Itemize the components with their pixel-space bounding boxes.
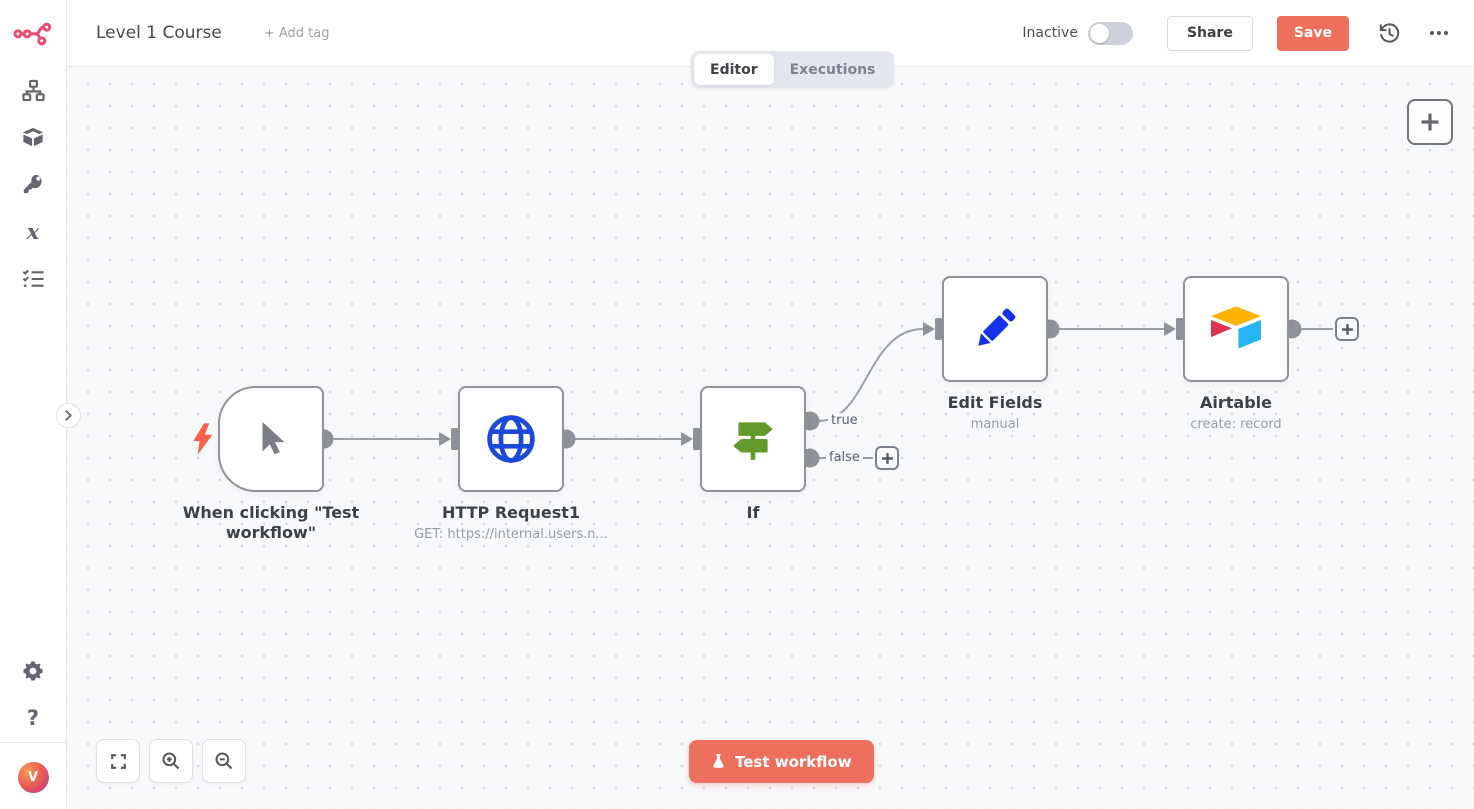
activation-toggle[interactable]	[1087, 21, 1133, 45]
arrowhead-icon	[439, 432, 451, 446]
fit-view-icon	[110, 753, 126, 769]
workflow-canvas[interactable]: When clicking "Test workflow" HTTP Reque…	[67, 67, 1474, 809]
arrowhead-icon	[681, 432, 693, 446]
sidebar-divider	[0, 742, 66, 743]
node-airtable[interactable]	[1183, 276, 1289, 382]
node-if[interactable]	[700, 386, 806, 492]
history-icon	[1379, 22, 1399, 43]
executions-icon	[22, 269, 44, 287]
plus-icon	[1421, 113, 1439, 131]
sidebar-item-workflows[interactable]	[15, 79, 51, 101]
workflow-history-button[interactable]	[1373, 17, 1405, 49]
airtable-icon	[1211, 306, 1261, 349]
n8n-logo[interactable]	[13, 13, 53, 53]
sidebar-expand-button[interactable]	[56, 403, 81, 428]
zoom-in-icon	[162, 752, 180, 770]
node-label-airtable: Airtable create: record	[1146, 393, 1326, 432]
cursor-icon	[262, 421, 285, 455]
sidebar-item-settings[interactable]	[15, 660, 51, 682]
workflows-icon	[21, 79, 45, 101]
input-port	[451, 428, 458, 450]
tab-editor[interactable]: Editor	[694, 54, 774, 85]
add-node-from-false-button[interactable]	[875, 446, 899, 470]
node-label-if: If	[658, 503, 848, 523]
fit-view-button[interactable]	[96, 739, 140, 783]
node-title: Edit Fields	[947, 393, 1043, 412]
sidebar-item-templates[interactable]	[15, 126, 51, 148]
ellipsis-icon	[1430, 31, 1448, 35]
more-options-button[interactable]	[1423, 17, 1455, 49]
trigger-bolt-icon	[193, 423, 213, 455]
zoom-in-button[interactable]	[149, 739, 193, 783]
sidebar-item-executions[interactable]	[15, 267, 51, 289]
output-label-false: false	[826, 450, 863, 466]
input-port	[693, 428, 700, 450]
key-icon	[23, 174, 42, 194]
node-title: HTTP Request1	[441, 503, 581, 522]
sidebar-item-credentials[interactable]	[15, 173, 51, 195]
gear-icon	[23, 661, 43, 681]
activation-status-label: Inactive	[1022, 25, 1078, 41]
sidebar-item-variables[interactable]: x	[15, 220, 51, 242]
output-label-true: true	[828, 413, 861, 429]
add-tag-button[interactable]: + Add tag	[263, 25, 330, 41]
flask-icon	[713, 754, 724, 768]
n8n-logo-icon	[13, 22, 52, 46]
add-node-after-airtable-button[interactable]	[1335, 317, 1359, 341]
help-icon: ?	[26, 705, 40, 730]
share-button[interactable]: Share	[1166, 15, 1253, 51]
node-title: If	[746, 503, 760, 522]
test-workflow-label: Test workflow	[735, 752, 852, 771]
signpost-icon	[733, 422, 773, 460]
node-edit-fields[interactable]	[942, 276, 1048, 382]
plus-icon	[1341, 323, 1353, 335]
zoom-out-button[interactable]	[202, 739, 246, 783]
globe-icon	[487, 415, 535, 463]
test-workflow-button[interactable]: Test workflow	[689, 740, 874, 783]
node-http-request[interactable]	[458, 386, 564, 492]
workflow-title[interactable]: Level 1 Course	[96, 23, 222, 43]
templates-icon	[22, 127, 44, 147]
input-port	[935, 318, 942, 340]
node-label-edit-fields: Edit Fields manual	[905, 393, 1085, 432]
view-tabs: Editor Executions	[691, 51, 895, 88]
node-subtitle: create: record	[1190, 417, 1282, 433]
arrowhead-icon	[923, 322, 935, 336]
chevron-right-icon	[65, 410, 72, 421]
toggle-knob	[1089, 23, 1109, 43]
node-manual-trigger[interactable]	[218, 386, 324, 492]
open-nodes-panel-button[interactable]	[1407, 99, 1453, 145]
zoom-out-icon	[215, 752, 233, 770]
node-subtitle: GET: https://internal.users.n...	[414, 527, 608, 543]
variables-icon: x	[26, 218, 40, 244]
sidebar: x ? V	[0, 0, 67, 809]
tab-executions[interactable]: Executions	[789, 61, 876, 78]
input-port	[1176, 318, 1183, 340]
node-title: Airtable	[1200, 393, 1272, 412]
avatar-initial: V	[27, 770, 39, 785]
sidebar-item-help[interactable]: ?	[15, 707, 51, 729]
node-title: When clicking "Test workflow"	[182, 503, 360, 543]
zoom-controls	[96, 739, 246, 783]
plus-icon	[881, 452, 893, 464]
arrowhead-icon	[1164, 322, 1176, 336]
user-avatar[interactable]: V	[17, 762, 49, 793]
pencil-icon	[978, 308, 1016, 346]
node-label-http-request: HTTP Request1 GET: https://internal.user…	[401, 503, 621, 542]
save-button[interactable]: Save	[1276, 15, 1349, 51]
node-subtitle: manual	[970, 417, 1020, 433]
node-label-manual-trigger: When clicking "Test workflow"	[176, 503, 366, 544]
